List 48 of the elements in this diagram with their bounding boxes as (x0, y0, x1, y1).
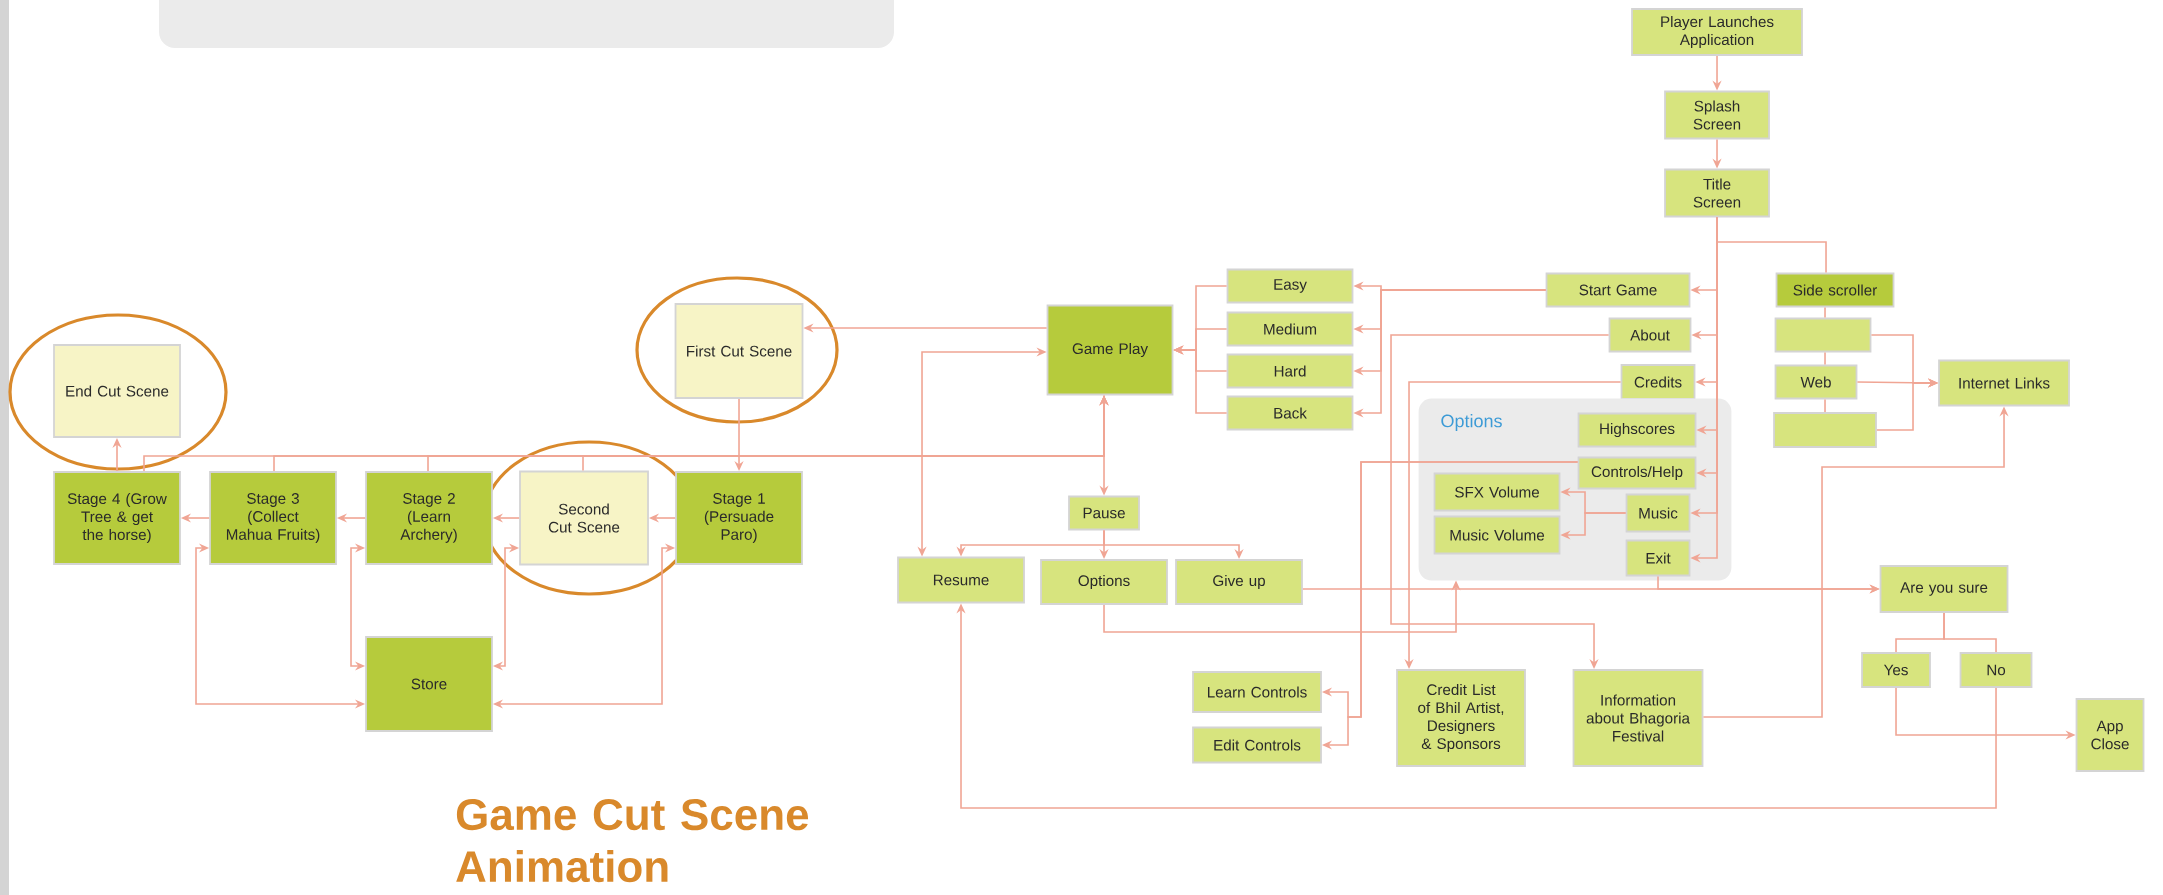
process-box: Resume (897, 556, 1025, 604)
process-box: Stage 1 (Persuade Paro) (675, 471, 803, 565)
process-box: Information about Bhagoria Festival (1572, 669, 1704, 767)
process-box: Internet Links (1938, 359, 2070, 407)
process-box: Exit (1625, 539, 1691, 577)
process-box: Music Volume (1433, 515, 1561, 555)
process-box: Options (1040, 559, 1168, 605)
process-box: App Close (2075, 698, 2145, 772)
process-box: Give up (1175, 559, 1303, 605)
process-box: Edit Controls (1192, 726, 1322, 764)
process-box: Player Launches Application (1631, 8, 1803, 56)
process-box: Pause (1068, 495, 1140, 531)
process-box: Easy (1226, 268, 1354, 304)
cut-scene-box: End Cut Scene (53, 344, 181, 438)
process-box: Stage 2 (Learn Archery) (365, 471, 493, 565)
process-box: Controls/Help (1577, 456, 1697, 490)
process-box: Start Game (1545, 272, 1691, 308)
process-box: Game Play (1046, 304, 1174, 396)
empty-box (1774, 317, 1872, 353)
process-box: Learn Controls (1192, 671, 1322, 713)
cut-scene-box: Second Cut Scene (519, 470, 649, 566)
process-box: Credits (1620, 364, 1696, 400)
process-box: Splash Screen (1664, 90, 1770, 140)
process-box: Store (365, 636, 493, 732)
process-box: Stage 4 (Grow Tree & get the horse) (53, 471, 181, 565)
connector-line (1943, 612, 1997, 653)
process-box: Title Screen (1664, 168, 1770, 218)
process-box: No (1959, 652, 2033, 688)
title: Game Cut Scene Animation (456, 799, 809, 883)
process-box: Are you sure (1879, 565, 2009, 613)
process-box: Back (1226, 395, 1354, 431)
connector-line (1824, 306, 1826, 319)
process-box: About (1608, 317, 1692, 353)
process-box: Yes (1861, 652, 1931, 688)
process-box: Stage 3 (Collect Mahua Fruits) (209, 471, 337, 565)
process-box: Highscores (1577, 412, 1697, 448)
connector-line (1824, 398, 1826, 413)
cut-scene-box: First Cut Scene (674, 303, 804, 399)
process-box: Credit List of Bhil Artist, Designers & Sponsors (1396, 669, 1526, 767)
process-box: Medium (1226, 311, 1354, 347)
empty-box (1773, 412, 1877, 448)
process-box: Web (1774, 364, 1858, 400)
connector-line (1716, 216, 1827, 274)
process-box: Side scroller (1775, 272, 1895, 308)
process-box: SFX Volume (1433, 472, 1561, 512)
process-box: Music (1625, 493, 1691, 533)
process-box: Hard (1226, 353, 1354, 389)
connector-line (1824, 351, 1826, 366)
